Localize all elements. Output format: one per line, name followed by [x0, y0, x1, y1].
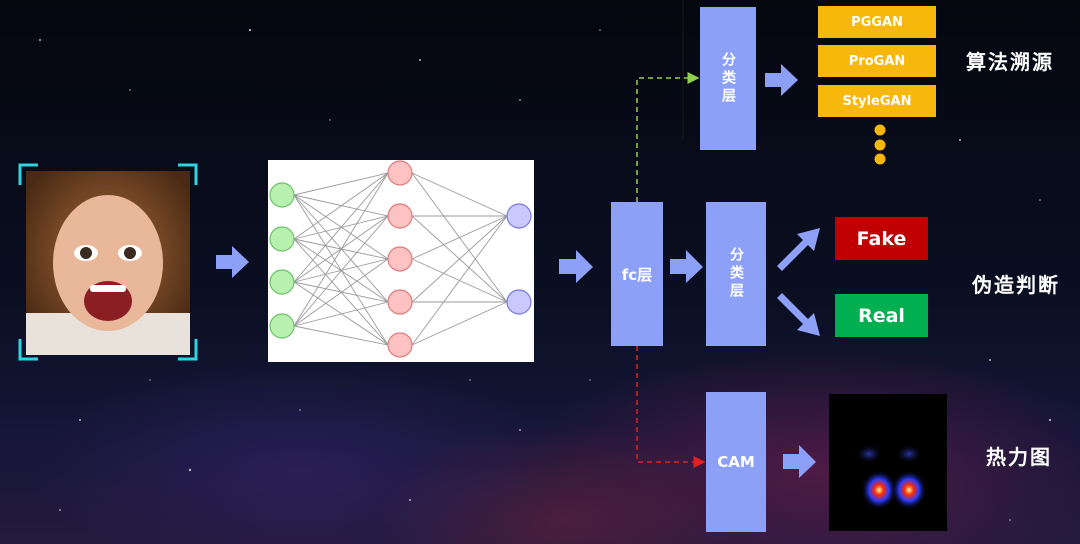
nn-node-layer-2 — [387, 203, 413, 229]
nn-node-layer-2 — [387, 160, 413, 186]
algo-label-stylegan: StyleGAN — [842, 93, 912, 109]
label-heatmap: 热力图 — [986, 445, 1052, 469]
heatmap-image — [829, 394, 947, 531]
nn-node-layer-3 — [506, 203, 532, 229]
classifier-block-middle: 分类层 — [706, 202, 766, 346]
heatmap-icon — [855, 444, 927, 510]
input-face-image — [18, 163, 198, 361]
ellipsis-dot-1 — [874, 124, 886, 136]
nn-node-layer-2 — [387, 246, 413, 272]
classifier-middle-label: 分类层 — [728, 247, 744, 301]
classifier-block-top: 分类层 — [700, 7, 756, 150]
nn-connection — [293, 301, 389, 327]
label-forgery-judgment: 伪造判断 — [972, 273, 1060, 297]
real-label: Real — [858, 304, 905, 327]
cam-block: CAM — [706, 392, 766, 532]
fake-label: Fake — [856, 227, 907, 250]
fake-result-box: Fake — [835, 217, 928, 260]
nn-connection — [411, 172, 508, 217]
nn-connection — [293, 172, 389, 283]
nn-node-layer-2 — [387, 332, 413, 358]
algo-box-pggan: PGGAN — [818, 6, 936, 38]
red-dashed-arrow — [636, 346, 706, 468]
ellipsis-dot-3 — [874, 153, 886, 165]
arrow-right-icon — [216, 246, 249, 278]
arrow-down-right-icon — [777, 293, 820, 336]
nn-connection — [293, 281, 389, 346]
fc-layer-label: fc层 — [621, 265, 653, 284]
nn-connection — [293, 172, 389, 240]
nn-connection — [411, 301, 508, 346]
nn-connection — [293, 172, 389, 327]
algo-box-progan: ProGAN — [818, 45, 936, 77]
nn-node-layer-3 — [506, 289, 532, 315]
neural-network-icon — [269, 160, 532, 358]
nn-connection — [411, 215, 508, 260]
nn-connection — [411, 215, 508, 346]
arrow-right-icon — [670, 250, 703, 283]
algo-box-stylegan: StyleGAN — [818, 85, 936, 117]
fc-layer-block: fc层 — [611, 202, 663, 346]
nn-connection — [293, 325, 389, 346]
algo-label-progan: ProGAN — [848, 53, 906, 69]
arrow-right-icon — [783, 445, 816, 478]
nn-node-layer-1 — [269, 269, 295, 295]
nn-connection — [411, 215, 508, 303]
arrow-right-icon — [765, 64, 798, 96]
label-algorithm-tracing: 算法溯源 — [966, 50, 1054, 74]
nn-node-layer-1 — [269, 182, 295, 208]
face-photo-icon — [18, 163, 198, 361]
arrow-up-right-icon — [777, 228, 820, 271]
nn-node-layer-1 — [269, 226, 295, 252]
real-result-box: Real — [835, 294, 928, 337]
classifier-top-label: 分类层 — [720, 51, 736, 106]
nn-connection — [293, 258, 389, 327]
algo-label-pggan: PGGAN — [851, 14, 903, 30]
ellipsis-dot-2 — [874, 139, 886, 151]
neural-network-diagram — [268, 160, 534, 362]
arrow-right-icon — [559, 250, 593, 283]
green-dashed-arrow — [636, 72, 700, 202]
nn-node-layer-2 — [387, 289, 413, 315]
nn-connection — [293, 215, 389, 327]
nn-node-layer-1 — [269, 313, 295, 339]
nn-connection — [293, 172, 389, 196]
cam-label: CAM — [717, 453, 755, 471]
